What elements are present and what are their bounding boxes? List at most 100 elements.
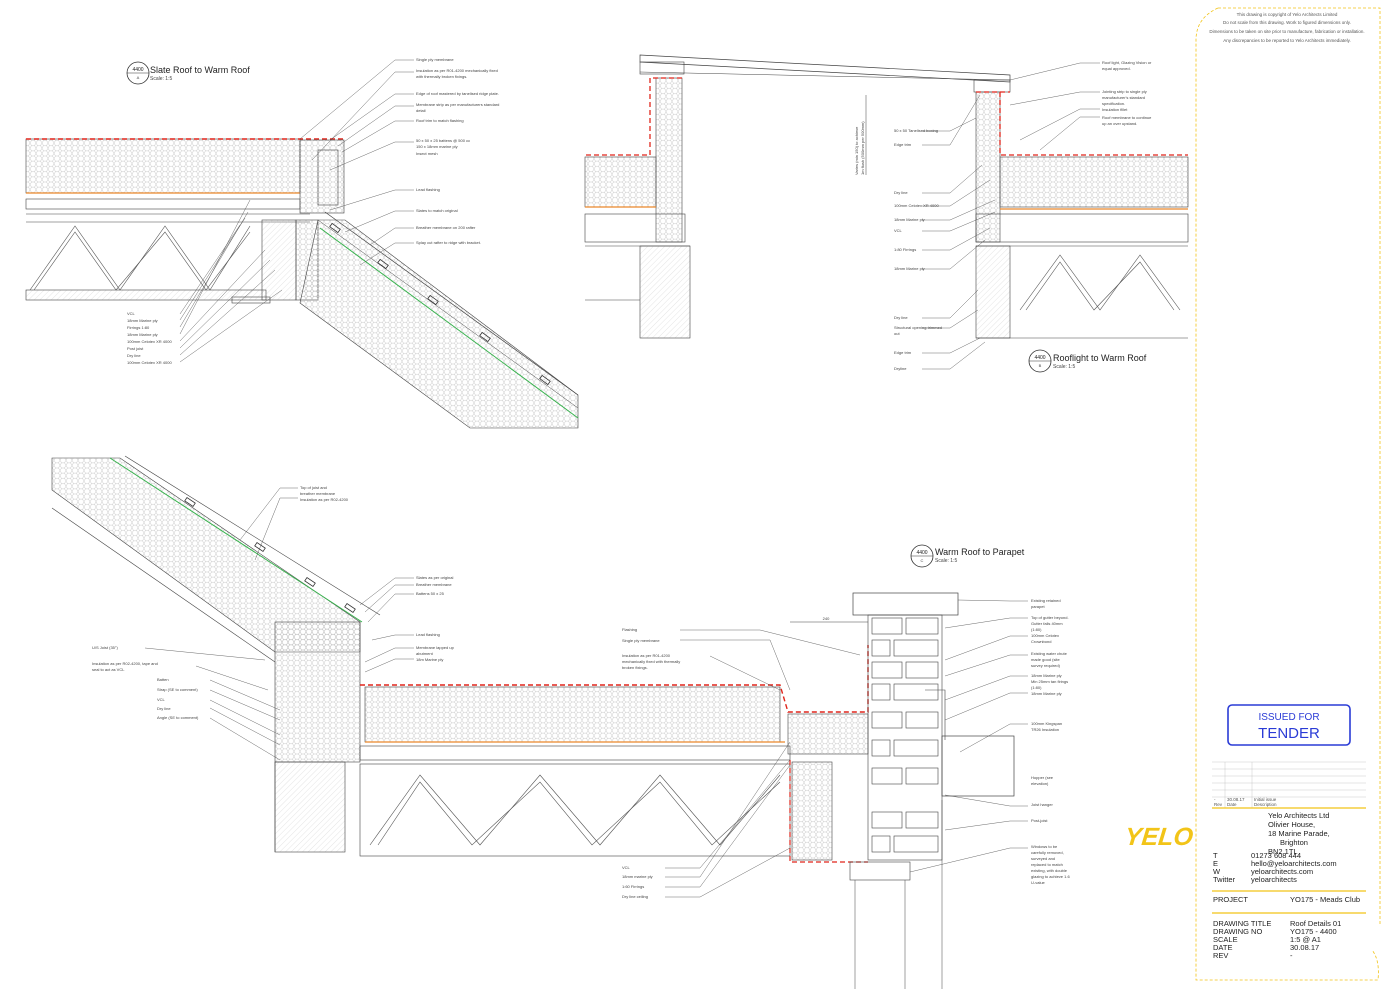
contact-key: T xyxy=(1213,851,1218,860)
detail-c-label: broken fixings. xyxy=(622,665,648,670)
field-key: DRAWING NO xyxy=(1213,927,1262,936)
detail-a-flat-insulation xyxy=(25,138,301,194)
detail-b-label: out xyxy=(894,331,900,336)
detail-a-label: Edge of roof mastered by tanelised ridge… xyxy=(416,91,499,96)
detail-c-label: Existing water chute xyxy=(1031,651,1068,656)
detail-c-label: Insulation as per R01-4200 xyxy=(622,653,671,658)
detail-a-title: Slate Roof to Warm Roof xyxy=(150,65,250,75)
stamp-line-1: ISSUED FOR xyxy=(1258,712,1319,723)
detail-c-label: Crownbond xyxy=(1031,639,1051,644)
rev-value: - xyxy=(1290,951,1293,960)
detail-a-slate-roof: 4400 A Slate Roof to Warm Roof Scale: 1:… xyxy=(25,57,579,429)
detail-c-label: seal to act as VCL xyxy=(92,667,125,672)
detail-c-label: VCL xyxy=(157,697,166,702)
detail-c-label: U-value xyxy=(1031,880,1046,885)
revision-rev: - xyxy=(1214,797,1216,802)
detail-b-label: 1:80 Firrings xyxy=(894,247,916,252)
detail-c-label: Post-joist xyxy=(1031,818,1048,823)
detail-c-label: Insulation as per R02-4200 xyxy=(300,497,349,502)
contact-key: W xyxy=(1213,867,1221,876)
detail-c-label: existing, with double xyxy=(1031,868,1068,873)
detail-c-label: U/S Joist (35°) xyxy=(92,645,118,650)
detail-c-label: carefully removed, xyxy=(1031,850,1064,855)
detail-a-breather-line xyxy=(319,227,579,419)
yelo-logo-text: YELO xyxy=(1124,823,1195,851)
detail-c-label: 18mm Marine ply xyxy=(1031,673,1062,678)
detail-c-label: mechanically fixed with thermally xyxy=(622,659,680,664)
revision-description: Initial issue xyxy=(1254,797,1277,802)
detail-c-brickwork xyxy=(867,614,943,861)
contact-key: E xyxy=(1213,859,1218,868)
detail-c-scale: Scale: 1:5 xyxy=(935,558,957,564)
detail-c-label: Windows to be xyxy=(1031,844,1058,849)
detail-a-label: Splay cut rafter to ridge with bracket. xyxy=(416,240,481,245)
issued-for-tender-stamp: ISSUED FOR TENDER xyxy=(1227,704,1351,746)
detail-b-label: Roof light, Glazing Vision or xyxy=(1102,60,1152,65)
copyright-note: Do not scale from this drawing. Work to … xyxy=(1223,20,1351,25)
detail-c-label: Min 25mm tan firings xyxy=(1031,679,1068,684)
detail-b-title: Rooflight to Warm Roof xyxy=(1053,353,1147,363)
detail-c-label: Breather membrane xyxy=(416,582,452,587)
detail-b-label: Insulation fillet xyxy=(1102,107,1128,112)
detail-c-parapet: 240 xyxy=(51,455,1070,989)
detail-c-label: 18mm Marine ply xyxy=(1031,691,1062,696)
detail-c-label: 100mm Celotex xyxy=(1031,633,1059,638)
detail-c-coping xyxy=(852,592,959,616)
detail-c-label: Batten xyxy=(157,677,169,682)
detail-b-label: Dry line xyxy=(894,315,908,320)
company-address: Brighton xyxy=(1280,838,1308,847)
detail-b-label: Structural opening trimmed xyxy=(894,325,942,330)
field-key: DRAWING TITLE xyxy=(1213,919,1271,928)
revision-date: 30.08.17 xyxy=(1227,797,1245,802)
detail-c-label: 18mm marine ply xyxy=(622,874,653,879)
detail-c-label: Single ply membrane xyxy=(622,638,660,643)
field-key: REV xyxy=(1213,951,1228,960)
detail-c-label: Gutter falls 40mm xyxy=(1031,621,1063,626)
detail-c-label: Flashing xyxy=(622,627,637,632)
detail-a-ref-number: 4400 xyxy=(132,67,143,73)
contact-website: yeloarchitects.com xyxy=(1251,867,1313,876)
detail-c-label: survey required) xyxy=(1031,663,1061,668)
detail-a-slope-insulation xyxy=(299,219,579,429)
project-value: YO175 - Meads Club xyxy=(1290,895,1360,904)
drawing-number-value: YO175 - 4400 xyxy=(1290,927,1337,936)
detail-b-ref-number: 4400 xyxy=(1034,355,1045,361)
detail-a-label: 100mm Celotex XR 4000 xyxy=(127,360,172,365)
detail-c-label: surveyed and xyxy=(1031,856,1055,861)
detail-a-label: Firrings 1:80 xyxy=(127,325,150,330)
detail-a-label: VCL xyxy=(127,311,136,316)
company-address: 18 Marine Parade, xyxy=(1268,829,1330,838)
detail-c-label: Joist hanger xyxy=(1031,802,1053,807)
detail-c-label: Slates as per original xyxy=(416,575,453,580)
detail-b-label: 18mm Marine ply xyxy=(894,266,925,271)
detail-c-label: Battens 50 x 25 xyxy=(416,591,445,596)
detail-c-label: elevation) xyxy=(1031,781,1049,786)
detail-c-label: replaced to match xyxy=(1031,862,1063,867)
detail-c-label: 18m Marine ply xyxy=(416,657,443,662)
detail-c-label: Membrane lapped up xyxy=(416,645,455,650)
revision-table: - 30.08.17 Initial issue Rev Date Descri… xyxy=(1212,761,1366,809)
detail-c-label: TR26 Insulation xyxy=(1031,727,1059,732)
detail-a-label: 18mm Marine ply xyxy=(127,318,158,323)
detail-c-title: Warm Roof to Parapet xyxy=(935,547,1025,557)
detail-c-label: Lead flashing xyxy=(416,632,440,637)
detail-a-ref-bubble: 4400 A xyxy=(126,61,150,85)
copyright-note: Dimensions to be taken on site prior to … xyxy=(1209,29,1364,34)
company-address: Olivier House, xyxy=(1268,820,1315,829)
detail-c-dimension: 240 xyxy=(823,616,830,621)
company-postcode: BN2 1TL xyxy=(1268,847,1298,856)
detail-b-scale: Scale: 1:5 xyxy=(1053,364,1075,370)
detail-c-membrane xyxy=(360,645,869,713)
detail-b-label: Dry line xyxy=(894,190,908,195)
revision-header-description: Description xyxy=(1254,802,1277,807)
detail-b-label: Jointing strip to single ply xyxy=(1102,89,1147,94)
detail-c-label: Top of joist and xyxy=(300,485,327,490)
detail-b-label: VCL xyxy=(894,228,903,233)
detail-b-label: equal approved. xyxy=(1102,66,1131,71)
detail-b-vertical-note: 1m flush (500mm per 500mm) xyxy=(860,121,865,175)
detail-a-label: Single ply membrane xyxy=(416,57,454,62)
detail-c-ref-number: 4400 xyxy=(916,550,927,556)
detail-b-vertical-note: Varies (min 150) to achieve xyxy=(854,126,859,175)
field-key: DATE xyxy=(1213,943,1232,952)
